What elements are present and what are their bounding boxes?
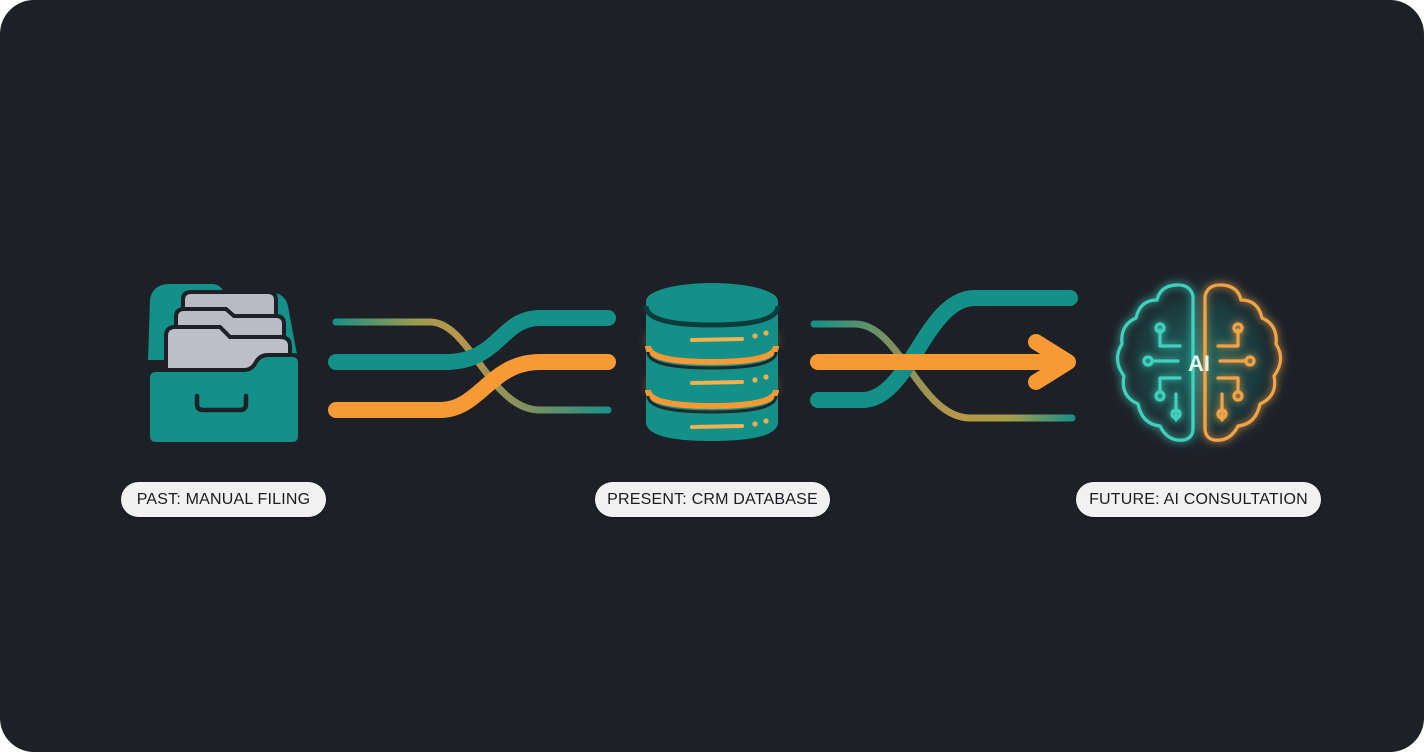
ai-brain-label: AI (1188, 351, 1210, 376)
connector-present-to-future (810, 290, 1078, 422)
stage-label-past: PAST: MANUAL FILING (121, 482, 326, 517)
connector-past-to-present (328, 310, 616, 418)
ai-brain-icon: AI (1099, 263, 1299, 463)
stage-label-present: PRESENT: CRM DATABASE (595, 482, 830, 517)
stage-label-future: FUTURE: AI CONSULTATION (1076, 482, 1321, 517)
file-drawer-icon (146, 284, 302, 446)
database-icon (643, 283, 781, 441)
arrow-icon (810, 334, 1076, 390)
